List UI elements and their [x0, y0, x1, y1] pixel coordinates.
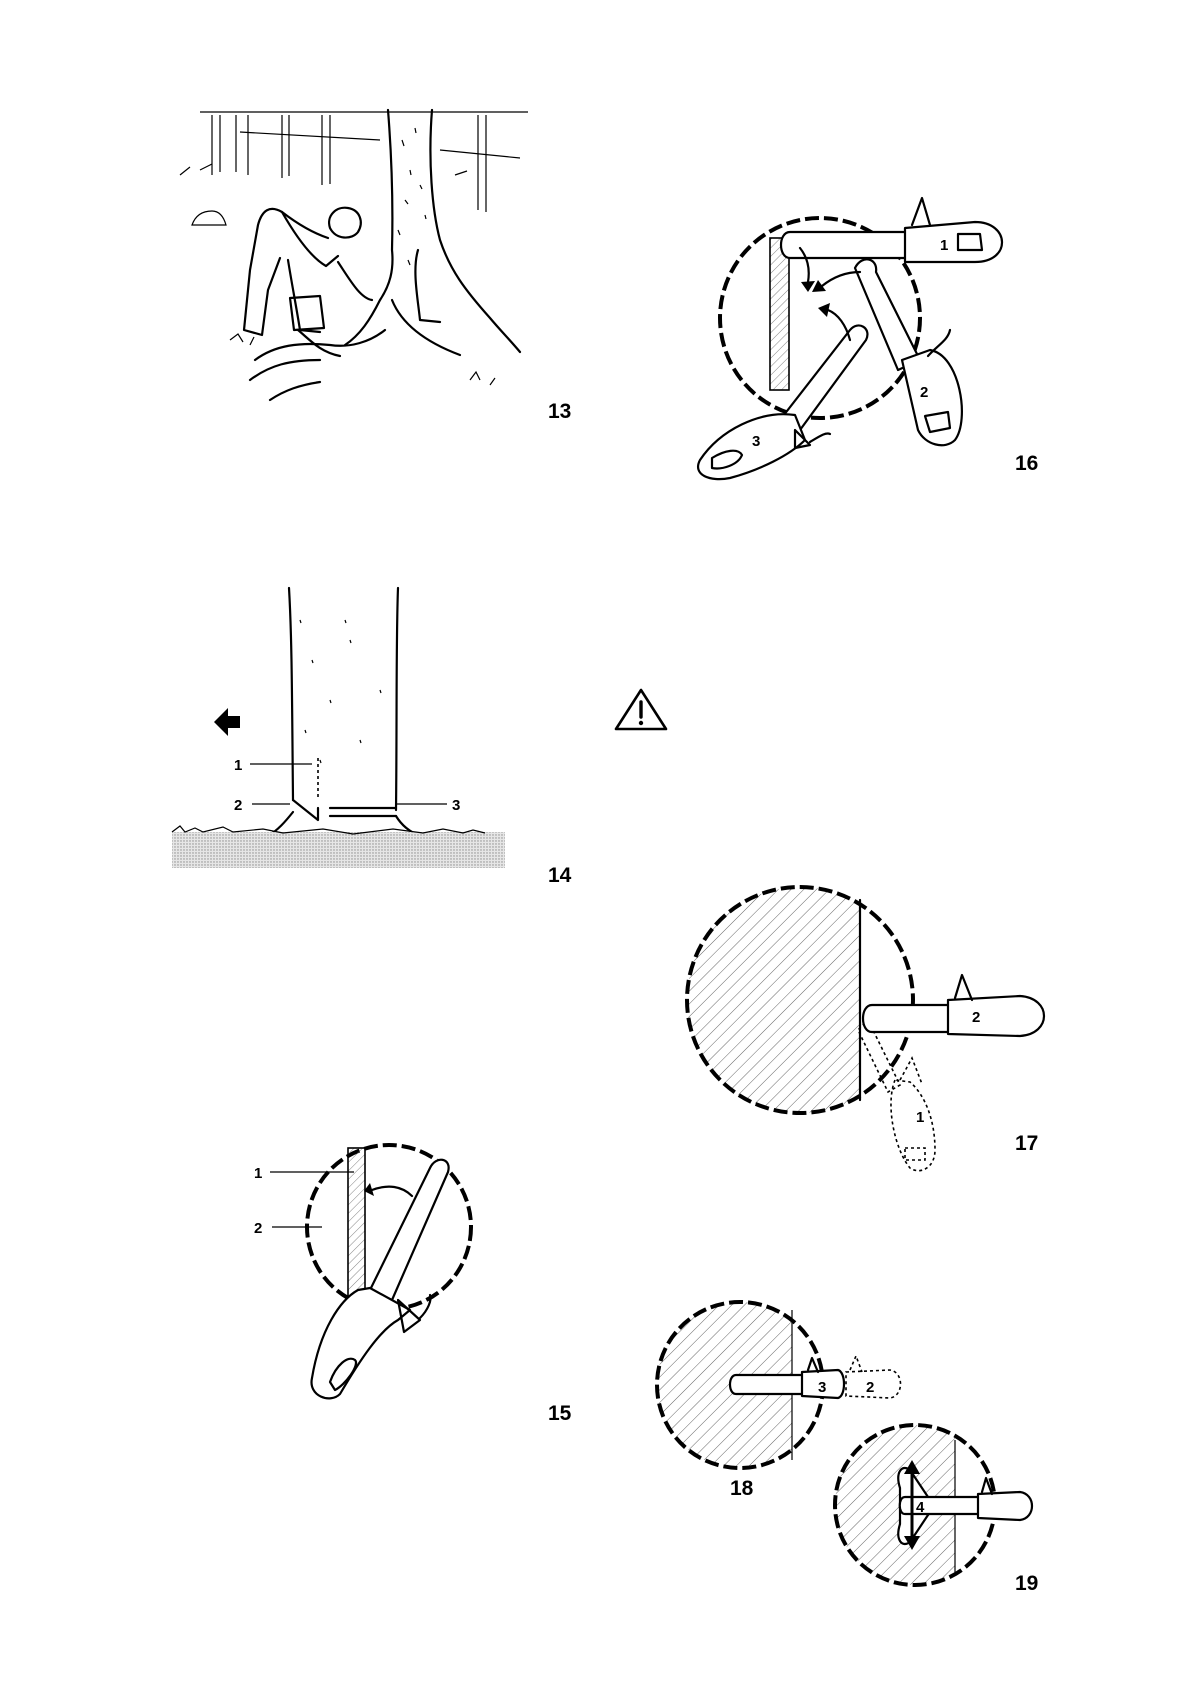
figure-number: 19	[1015, 1572, 1038, 1595]
figure-number: 17	[1015, 1132, 1038, 1155]
callout-4: 4	[916, 1499, 925, 1516]
figure-16: 1 2 3 16	[698, 198, 1038, 479]
callout-3: 3	[452, 797, 460, 814]
callout-leaders	[250, 764, 447, 804]
callout-1: 1	[940, 237, 948, 254]
figure-19: 4 19	[830, 1420, 1038, 1595]
figure-13: 13	[180, 110, 571, 423]
hinge-wood	[770, 238, 789, 390]
figure-number: 14	[548, 864, 572, 887]
log-hatched-area	[680, 880, 860, 1120]
figure-number: 18	[730, 1477, 754, 1500]
chainsaw-2	[855, 259, 962, 445]
callout-3: 3	[752, 433, 760, 450]
callout-2: 2	[234, 797, 242, 814]
chainsaw-2	[863, 975, 1044, 1036]
figure-15: 1 2 15	[254, 1145, 572, 1425]
warning-triangle-icon	[616, 690, 666, 729]
forest-illustration	[180, 110, 528, 400]
chainsaw-1	[781, 198, 1002, 262]
callout-2: 2	[254, 1220, 262, 1237]
figure-number: 16	[1015, 452, 1038, 475]
cut-arrow	[372, 1187, 412, 1196]
chainsaw	[312, 1160, 449, 1399]
callout-2: 2	[866, 1379, 874, 1396]
figure-number: 13	[548, 400, 571, 423]
hinge-wood	[348, 1148, 365, 1298]
cut-arrows	[800, 248, 860, 340]
callout-1: 1	[234, 757, 242, 774]
callout-2: 2	[972, 1009, 980, 1026]
callout-3: 3	[818, 1379, 826, 1396]
callout-1: 1	[254, 1165, 262, 1182]
figure-14: 1 2 3 14	[172, 588, 572, 887]
chainsaw-1-ghost	[858, 1020, 935, 1171]
callout-2: 2	[920, 384, 928, 401]
callout-1: 1	[916, 1109, 924, 1126]
figure-17: 1 2 17	[680, 880, 1044, 1171]
figure-number: 15	[548, 1402, 572, 1425]
left-arrow-icon	[214, 708, 240, 736]
